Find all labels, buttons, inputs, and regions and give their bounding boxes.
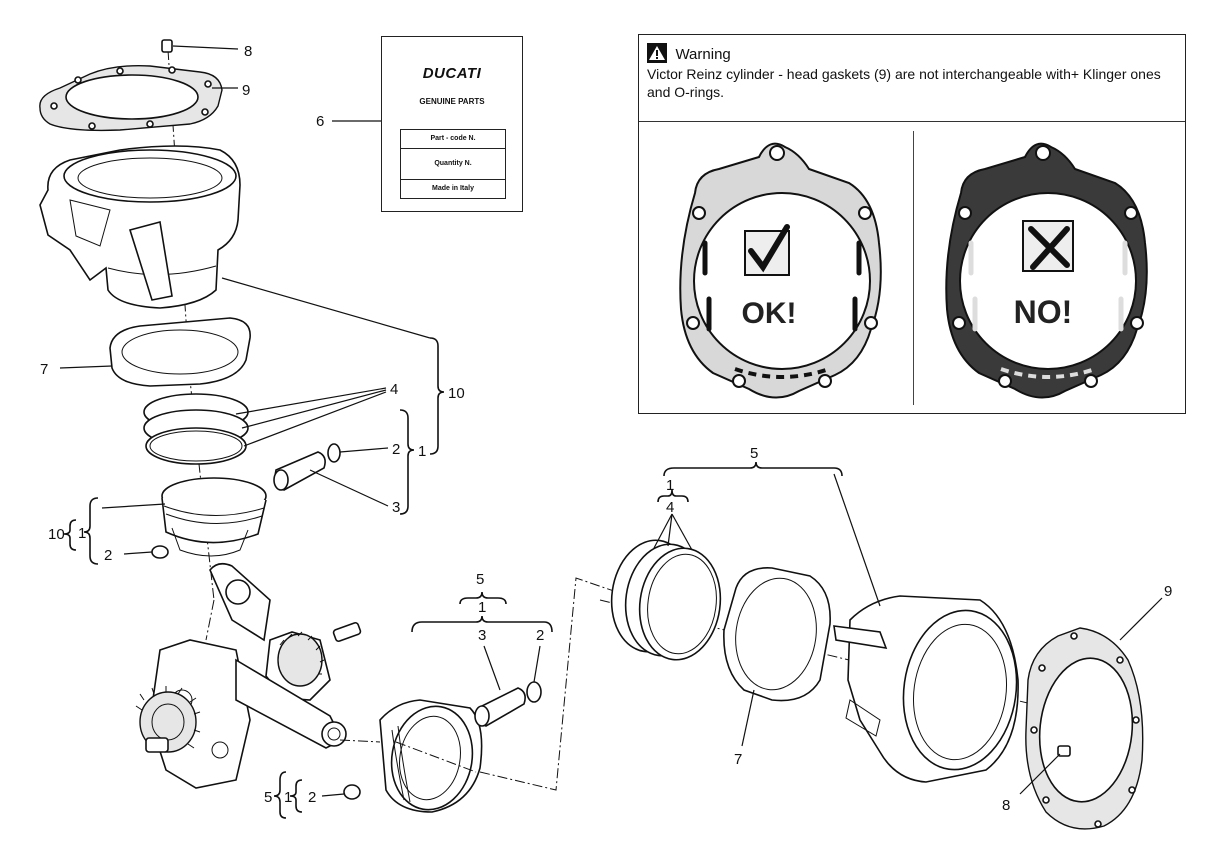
base-gasket-7 xyxy=(59,317,251,387)
axis-link-line xyxy=(479,577,641,791)
checkmark-icon xyxy=(748,224,790,273)
callout-1-right: 1 xyxy=(666,477,674,494)
warning-title: Warning xyxy=(675,46,731,63)
cylinder-barrel xyxy=(39,145,431,339)
callout-2-bottom: 2 xyxy=(308,789,316,806)
tag-field-part-code: Part - code N. xyxy=(401,130,505,149)
callout-3: 3 xyxy=(392,499,400,516)
brace-1-right xyxy=(657,489,689,503)
callout-8: 8 xyxy=(244,43,252,60)
leader-3-lower xyxy=(483,645,501,691)
piston-rings-lower-4 xyxy=(610,513,722,661)
callout-2-lower: 2 xyxy=(536,627,544,644)
callout-1-lower: 1 xyxy=(478,599,486,616)
crankshaft-assembly xyxy=(135,562,381,789)
circlip-lower-2-b xyxy=(321,784,361,800)
warning-text: Victor Reinz cylinder - head gaskets (9)… xyxy=(647,66,1161,100)
cylinder-barrel-lower xyxy=(833,473,1019,783)
crank-gear-right xyxy=(277,631,325,687)
brace-1-bottom xyxy=(289,779,303,813)
brace-5-right xyxy=(663,461,843,477)
tag-field-origin: Made in Italy xyxy=(431,185,474,192)
no-label: NO! xyxy=(1014,294,1073,330)
callout-2: 2 xyxy=(392,441,400,458)
callout-5-lower: 5 xyxy=(476,571,484,588)
circlip-lower-2 xyxy=(526,681,542,703)
piston-lower xyxy=(379,699,483,813)
base-gasket-lower-7 xyxy=(723,567,831,747)
brand-logo: DUCATI xyxy=(422,65,482,82)
callout-1-bottom: 1 xyxy=(284,789,292,806)
circlip-2-left xyxy=(123,545,169,559)
brace-5-bottom xyxy=(273,771,287,819)
piston xyxy=(101,477,267,557)
head-gasket-9 xyxy=(39,64,238,132)
tag-subtitle: GENUINE PARTS xyxy=(419,97,485,106)
callout-4: 4 xyxy=(390,381,398,398)
dowel-pin-lower-8 xyxy=(1019,745,1071,795)
callout-8-right: 8 xyxy=(1002,797,1010,814)
callout-5-right: 5 xyxy=(750,445,758,462)
callout-3-lower: 3 xyxy=(478,627,486,644)
piston-rings-4 xyxy=(143,387,387,465)
brace-5-lower xyxy=(459,591,507,605)
brace-1-left xyxy=(83,497,99,565)
piston-pin-3 xyxy=(273,451,389,507)
callout-1: 1 xyxy=(418,443,426,460)
piston-pin-lower-3 xyxy=(474,687,526,727)
genuine-parts-tag: DUCATI GENUINE PARTS Part - code N. Quan… xyxy=(381,36,523,212)
warning-divider xyxy=(639,121,1185,122)
circlip-2 xyxy=(327,443,389,463)
callout-5-bottom: 5 xyxy=(264,789,272,806)
cross-icon xyxy=(1028,226,1070,270)
callout-1-left: 1 xyxy=(78,525,86,542)
brace-1 xyxy=(399,409,415,515)
gasket-no: NO! xyxy=(945,142,1148,399)
gasket-ok: OK! xyxy=(679,142,882,399)
brace-1-lower xyxy=(411,615,553,633)
callout-6: 6 xyxy=(316,113,324,130)
callout-10: 10 xyxy=(448,385,465,402)
head-gasket-lower-9 xyxy=(1025,597,1163,830)
warning-panel: Warning Victor Reinz cylinder - head gas… xyxy=(638,34,1186,414)
brace-10 xyxy=(429,337,445,455)
warning-header: Warning Victor Reinz cylinder - head gas… xyxy=(647,43,1177,101)
brace-10-left xyxy=(63,519,77,551)
callout-7: 7 xyxy=(40,361,48,378)
tag-field-quantity: Quantity N. xyxy=(401,149,505,180)
crank-gear-left xyxy=(135,686,201,753)
callout-2-left: 2 xyxy=(104,547,112,564)
tag-fields: Part - code N. Quantity N. Made in Italy xyxy=(400,129,506,199)
ok-label: OK! xyxy=(742,297,797,330)
warning-triangle-icon xyxy=(647,43,667,63)
callout-7-right: 7 xyxy=(734,751,742,768)
callout-9: 9 xyxy=(242,82,250,99)
leader-2-lower xyxy=(533,645,541,683)
dowel-pin-8 xyxy=(161,39,239,53)
callout-4-right: 4 xyxy=(666,499,674,516)
gasket-comparison: OK! NO! xyxy=(679,142,1148,399)
warning-column-separator xyxy=(913,131,914,405)
callout-10-left: 10 xyxy=(48,526,65,543)
callout-9-right: 9 xyxy=(1164,583,1172,600)
